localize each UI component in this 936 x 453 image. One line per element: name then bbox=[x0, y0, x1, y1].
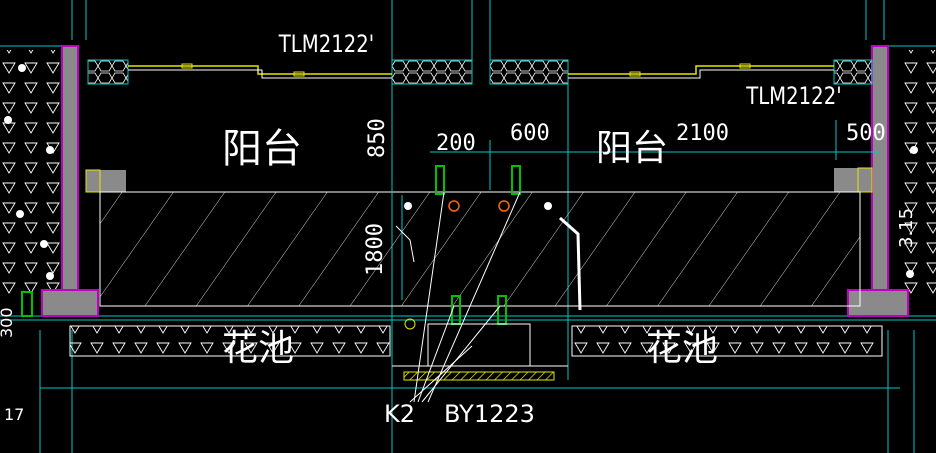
dimension-200: 200 bbox=[436, 131, 476, 156]
dimension-lines bbox=[391, 112, 880, 300]
dimension-500: 500 bbox=[846, 121, 886, 146]
planter-label-right: 花池 bbox=[646, 328, 718, 369]
dimension-1800: 1800 bbox=[363, 223, 388, 276]
planter-strip bbox=[69, 323, 883, 381]
right-partial-text: 3.15 bbox=[896, 208, 917, 248]
dimension-850: 850 bbox=[365, 118, 390, 158]
planter-label-left: 花池 bbox=[222, 328, 294, 369]
dimension-600: 600 bbox=[510, 121, 550, 146]
left-wall-block bbox=[0, 45, 126, 317]
balcony-label-right: 阳台 bbox=[596, 128, 668, 169]
leader-lines bbox=[409, 191, 521, 403]
left-partial-text: 300 bbox=[0, 307, 16, 338]
tag-by1223: BY1223 bbox=[444, 400, 535, 428]
left-partial-text-2: 17 bbox=[4, 405, 24, 424]
window-label-left: TLM2122' bbox=[278, 31, 374, 58]
right-wall-block bbox=[834, 45, 936, 317]
balcony-label-left: 阳台 bbox=[222, 126, 302, 172]
window-line bbox=[87, 59, 873, 85]
window-label-right: TLM2122' bbox=[745, 83, 841, 110]
dimension-2100: 2100 bbox=[676, 121, 729, 146]
balcony-slab bbox=[99, 191, 861, 307]
tag-k2: K2 bbox=[384, 400, 415, 428]
text-labels: TLM2122' TLM2122' 阳台 阳台 花池 花池 850 1800 2… bbox=[0, 31, 917, 428]
